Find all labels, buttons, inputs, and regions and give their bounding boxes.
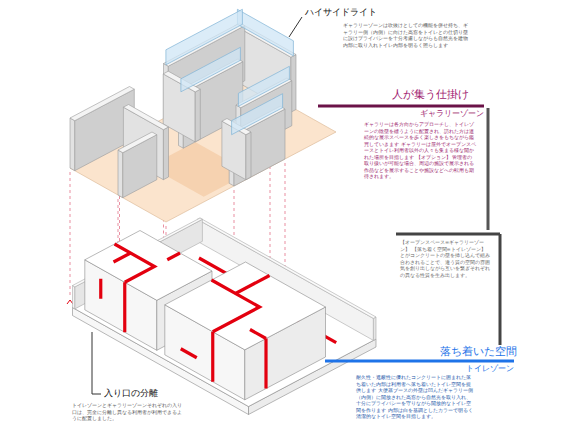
zone-heading: 落ち着いた空間: [440, 345, 517, 359]
note-text: トイレゾーンとギャラリーゾーンそれぞれの入り口は、完全に分離し異なる利用者が利用…: [72, 402, 184, 422]
wall-plan-line: [114, 253, 131, 262]
wall-plan-line: [123, 282, 126, 332]
zone-heading: 入り口の分離: [104, 388, 158, 400]
high-side-window: [238, 66, 289, 106]
zone-subheading: トイレゾーン: [466, 364, 514, 374]
bracket-line: [396, 233, 500, 236]
alignment-guide: [70, 172, 71, 298]
note-text: ギャラリーゾーンは吹抜けとしての機能を併せ持ち、ギャラリー側（内側）に向けた高窓…: [343, 22, 471, 48]
note-text: ギャラリーは各方向からアプローチし、トイレゾーンの陰壁を縫うように配置され、訪れ…: [364, 121, 476, 180]
wall-face: [163, 127, 168, 180]
wall-plan-line: [211, 332, 214, 382]
wall-face: [246, 132, 251, 180]
bracket-line: [487, 108, 490, 230]
wall-top: [118, 132, 157, 153]
wall-face: [123, 135, 157, 198]
note-text: 耐久性・遮蔽性に優れたコンクリートに囲まれた落ち着いた内部は利用者へ落ち着いたト…: [356, 374, 474, 420]
wall-face: [118, 150, 123, 198]
entry-mark: [67, 300, 73, 304]
wall-top: [165, 262, 326, 350]
zone-heading: 人が集う仕掛け: [392, 88, 469, 102]
high-side-window: [237, 9, 293, 56]
toilet-zone-model: [73, 218, 377, 415]
high-side-window: [181, 47, 241, 92]
zone-heading: ハイサイドライト: [305, 7, 377, 19]
wall-face: [73, 286, 75, 309]
wall-plan-line: [99, 279, 102, 299]
leader-line: [318, 105, 484, 108]
leader-line: [289, 17, 302, 37]
wall-plan-line: [167, 253, 180, 260]
wall-top: [123, 105, 168, 130]
leader-line: [92, 332, 101, 394]
leader-lines: [92, 17, 514, 394]
concrete-wall: [118, 132, 157, 198]
wall-plan-line: [181, 349, 197, 358]
toilet-block: [165, 262, 326, 400]
wall-face: [373, 317, 376, 340]
note-text: 【オープンスペース=ギャラリーゾーン】 【落ち着く空間=トイレゾーン】 とがコン…: [400, 239, 492, 278]
wall-plan-line: [264, 339, 267, 389]
zone-subheading: ギャラリーゾーン: [420, 109, 484, 119]
bracket-line: [499, 234, 502, 345]
wall-plan-line: [115, 244, 155, 282]
wall-face: [70, 118, 75, 171]
gallery-zone-model: [70, 9, 336, 222]
wall-plan-line: [250, 330, 266, 339]
wall-plan-line: [212, 280, 260, 332]
wall-plan-line: [236, 276, 270, 294]
leader-line: [325, 360, 514, 363]
wall-face: [195, 89, 200, 142]
